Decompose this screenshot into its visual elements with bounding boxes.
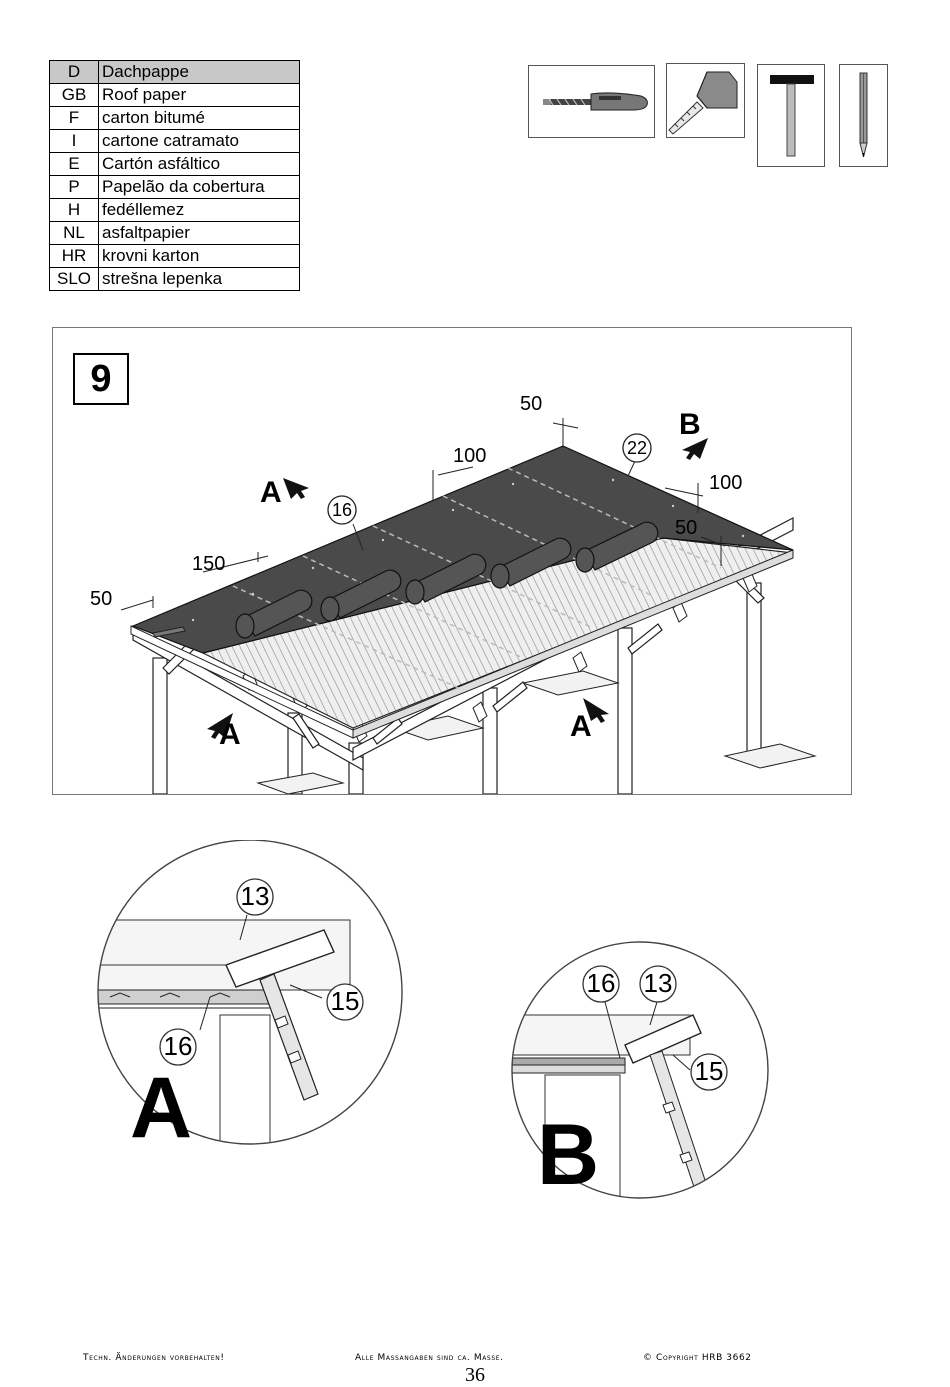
step-number: 9 [73,353,129,405]
detail-b-label-15: 15 [694,1056,724,1086]
detail-a-label-16: 16 [163,1031,193,1061]
detail-a-label-13: 13 [240,881,270,911]
dim-50-top: 50 [520,393,543,415]
dim-100-right: 100 [709,472,743,494]
dim-50-left: 50 [90,588,113,610]
detail-b-label-16: 16 [586,968,616,998]
language-code: GB [49,83,99,107]
language-term: asfaltpapier [98,221,300,245]
language-term: Cartón asfáltico [98,152,300,176]
language-term: Papelão da cobertura [98,175,300,199]
dim-100-mid: 100 [453,445,487,467]
language-term: fedéllemez [98,198,300,222]
footer-left: Techn. Änderungen vorbehalten! [83,1353,225,1363]
tool-knife-box [528,65,655,138]
part-label-22: 22 [626,438,648,458]
language-term: Roof paper [98,83,300,107]
detail-a-illustration [97,840,403,1145]
language-term: strešna lepenka [98,267,300,291]
detail-a-label-15: 15 [330,986,360,1016]
tool-hammer-box [757,64,825,167]
tool-pencil-box [839,64,888,167]
language-term: krovni karton [98,244,300,268]
language-code: SLO [49,267,99,291]
step-figure: 9 50 150 100 50 100 50 16 22 A A A B [52,327,852,795]
utility-knife-icon [543,92,648,111]
language-term: cartone catramato [98,129,300,153]
language-code: NL [49,221,99,245]
pencil-icon [859,72,868,158]
language-term: carton bitumé [98,106,300,130]
view-marker-a-left: A [219,718,241,751]
detail-a-letter: A [130,1060,193,1156]
language-code: E [49,152,99,176]
dim-150: 150 [192,553,226,575]
dim-50-right: 50 [675,517,698,539]
view-marker-a-top: A [260,476,282,509]
hammer-icon [770,75,814,157]
language-code: F [49,106,99,130]
detail-a: 13 15 16 A [90,840,420,1160]
tape-measure-icon [668,71,738,135]
tool-tape-box [666,63,745,138]
language-code: D [49,60,99,84]
detail-b-illustration [511,941,769,1199]
detail-b-letter: B [537,1107,600,1203]
detail-b-label-13: 13 [643,968,673,998]
language-code: I [49,129,99,153]
view-marker-a-right: A [570,710,592,743]
part-label-16: 16 [331,500,353,520]
language-code: HR [49,244,99,268]
view-marker-b: B [679,408,701,441]
footer-right: © Copyright HRB 3662 [643,1353,752,1363]
pergola-roof-illustration [120,418,817,794]
page-number: 36 [465,1364,485,1386]
language-code: P [49,175,99,199]
detail-b: 16 13 15 B [505,940,780,1210]
language-term: Dachpappe [98,60,300,84]
language-code: H [49,198,99,222]
footer-center: Alle Massangaben sind ca. Masse. [355,1353,504,1363]
